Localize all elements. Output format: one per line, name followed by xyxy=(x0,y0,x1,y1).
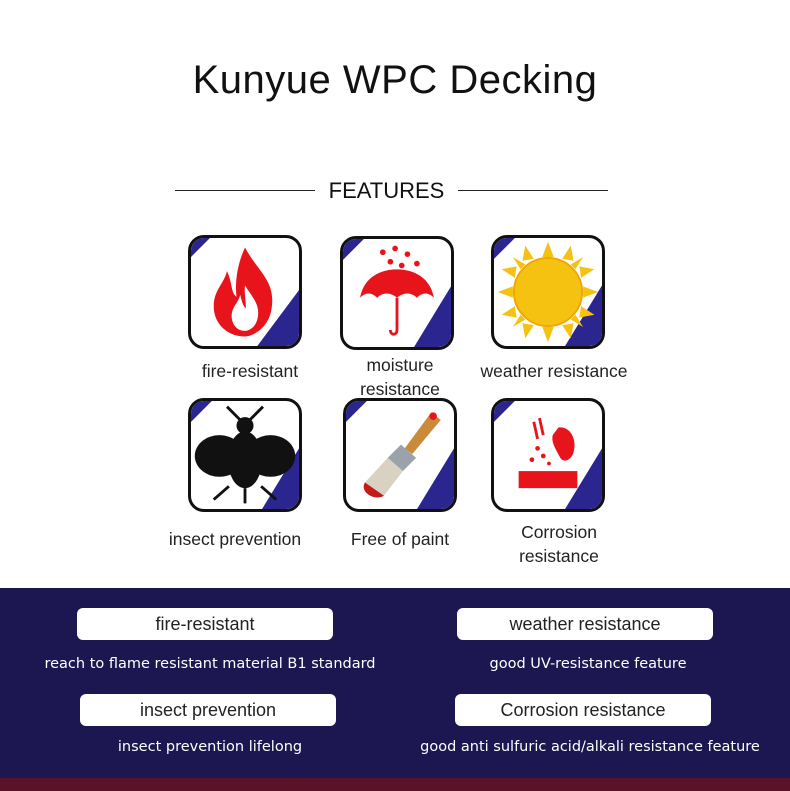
icon-label-corrosion-resistance: Corrosion resistance xyxy=(519,522,599,566)
icon-label-fire-resistant: fire-resistant xyxy=(201,361,299,381)
icon-label-insect-prevention: insect prevention xyxy=(168,529,302,549)
detail-pill-insect-prevention: insect prevention xyxy=(80,694,336,726)
divider-right xyxy=(458,190,608,191)
sun-icon xyxy=(491,235,605,349)
detail-pill-corrosion-resistance: Corrosion resistance xyxy=(455,694,711,726)
bottom-stripe xyxy=(0,778,790,791)
icon-label-moisture-resistance: moisture resistance xyxy=(360,355,440,399)
corrosion-icon xyxy=(491,398,605,512)
detail-desc-insect-prevention: insect prevention lifelong xyxy=(117,739,303,755)
icon-label-free-of-paint: Free of paint xyxy=(350,529,450,549)
paintbrush-icon xyxy=(343,398,457,512)
detail-desc-fire-resistant: reach to flame resistant material B1 sta… xyxy=(44,656,376,672)
umbrella-rain-icon xyxy=(340,236,454,350)
features-heading: FEATURES xyxy=(328,178,445,203)
detail-desc-weather-resistance: good UV-resistance feature xyxy=(489,656,687,672)
icon-label-weather-resistance: weather resistance xyxy=(480,361,628,381)
detail-pill-fire-resistant: fire-resistant xyxy=(77,608,333,640)
fire-icon xyxy=(188,235,302,349)
insect-icon xyxy=(188,398,302,512)
detail-pill-weather-resistance: weather resistance xyxy=(457,608,713,640)
detail-desc-corrosion-resistance: good anti sulfuric acid/alkali resistanc… xyxy=(420,739,760,755)
page-title: Kunyue WPC Decking xyxy=(192,58,598,102)
divider-left xyxy=(175,190,315,191)
features-heading-row: FEATURES xyxy=(0,178,790,208)
